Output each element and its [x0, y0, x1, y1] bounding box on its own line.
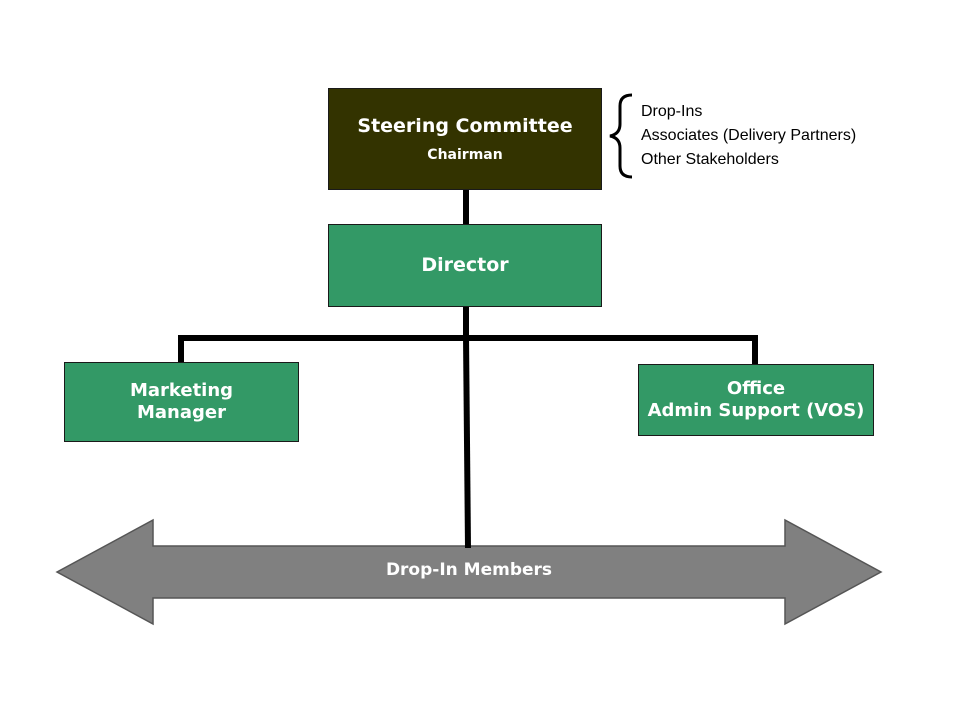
drop-in-members-arrow: [55, 518, 883, 626]
advisory-list: Drop-Ins Associates (Delivery Partners) …: [641, 100, 856, 172]
director-title: Director: [421, 254, 509, 277]
steering-committee-title: Steering Committee: [357, 114, 573, 137]
office-admin-box: Office Admin Support (VOS): [638, 364, 874, 436]
brace-icon: [609, 93, 633, 179]
marketing-manager-box: Marketing Manager: [64, 362, 299, 442]
steering-committee-box: Steering Committee Chairman: [328, 88, 602, 190]
advisory-item: Associates (Delivery Partners): [641, 127, 857, 144]
marketing-manager-line2: Manager: [137, 402, 226, 423]
office-admin-line2: Admin Support (VOS): [647, 400, 865, 421]
director-box: Director: [328, 224, 602, 307]
advisory-item: Drop-Ins: [641, 103, 703, 120]
connector-to-members: [463, 335, 471, 549]
advisory-item: Other Stakeholders: [641, 151, 779, 168]
marketing-manager-line1: Marketing: [129, 380, 234, 402]
drop-in-members-label: Drop-In Members: [385, 560, 553, 580]
office-admin-line1: Office: [726, 378, 786, 400]
steering-committee-subtitle: Chairman: [427, 146, 503, 163]
